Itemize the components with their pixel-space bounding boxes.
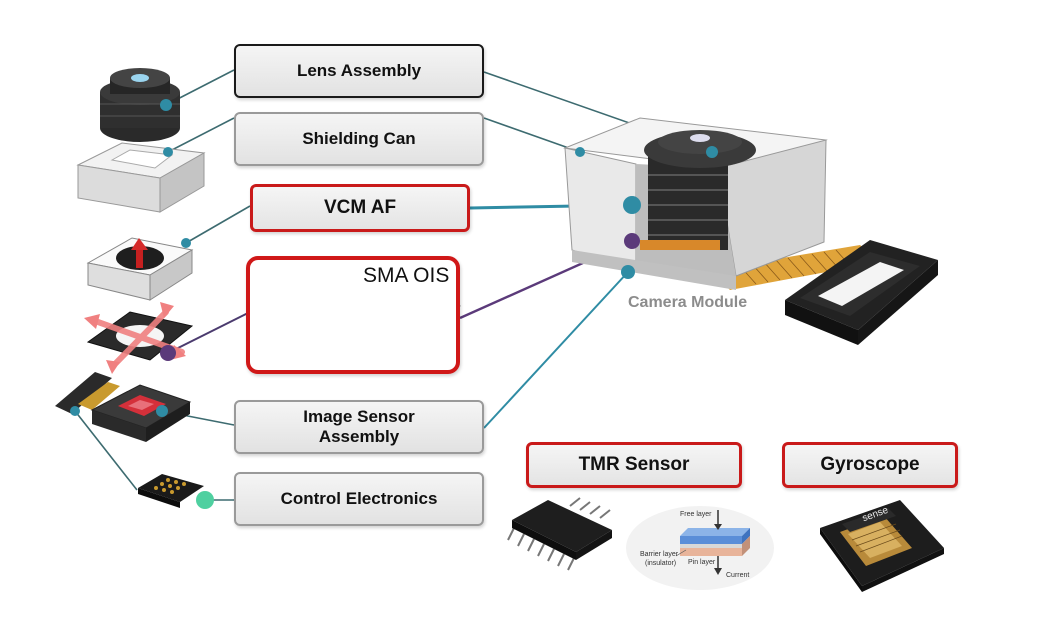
vcm-actuator-illustration bbox=[86, 237, 194, 301]
tmr-layer-diagram bbox=[626, 506, 774, 590]
gyroscope-label: Gyroscope bbox=[782, 442, 958, 488]
shielding-can-label: Shielding Can bbox=[234, 112, 484, 166]
dot-module-sensor bbox=[621, 265, 635, 279]
dot-control bbox=[196, 491, 214, 509]
tmr-sensor-label: TMR Sensor bbox=[526, 442, 742, 488]
tmr-barrier-layer-label: Barrier layer bbox=[640, 551, 679, 558]
ois-plate-illustration bbox=[84, 302, 194, 374]
line-canlabel-to-module bbox=[483, 117, 581, 153]
lens-assembly-text: Lens Assembly bbox=[296, 61, 422, 80]
dot-module-ois bbox=[624, 233, 640, 249]
dot-can bbox=[163, 147, 173, 157]
shielding-can-text: Shielding Can bbox=[302, 129, 416, 148]
control-electronics-illustration bbox=[138, 474, 204, 508]
control-electronics-text: Control Electronics bbox=[280, 489, 438, 508]
tmr-free-layer-label: Free layer bbox=[680, 511, 712, 518]
gyroscope-chip-illustration bbox=[820, 500, 944, 592]
control-electronics-label: Control Electronics bbox=[234, 472, 484, 526]
image-sensor-text-line1: Image Sensor bbox=[303, 407, 415, 426]
vcm-af-text: VCM AF bbox=[323, 197, 397, 218]
camera-module-illustration bbox=[563, 117, 938, 345]
lens-assembly-illustration bbox=[100, 68, 180, 142]
line-can-to-label bbox=[167, 117, 235, 153]
tmr-barrier-insulator-label: (insulator) bbox=[645, 560, 677, 567]
tmr-current-label: Current bbox=[726, 572, 750, 579]
shielding-can-illustration bbox=[76, 142, 206, 213]
line-vcm-to-label bbox=[185, 205, 251, 244]
tmr-pin-layer-label: Pin layer bbox=[688, 559, 716, 566]
line-ois-to-label bbox=[167, 311, 251, 354]
image-sensor-text-line2: Assembly bbox=[318, 427, 400, 446]
lens-assembly-label: Lens Assembly bbox=[234, 44, 484, 98]
vcm-af-label: VCM AF bbox=[250, 184, 470, 232]
image-sensor-illustration bbox=[55, 372, 192, 442]
gyroscope-text: Gyroscope bbox=[820, 454, 920, 475]
line-sensorlabel-to-module bbox=[483, 271, 629, 429]
dot-module-lens bbox=[706, 146, 718, 158]
dot-ois bbox=[160, 345, 176, 361]
tmr-chip-illustration bbox=[507, 497, 612, 571]
dot-sensor-strip bbox=[70, 406, 80, 416]
dot-sensor bbox=[156, 405, 168, 417]
image-sensor-assembly-label: Image Sensor Assembly bbox=[234, 400, 484, 454]
dot-vcm bbox=[181, 238, 191, 248]
connector-dots bbox=[70, 99, 718, 509]
sma-ois-panel bbox=[246, 256, 460, 374]
camera-module-text: Camera Module bbox=[628, 294, 748, 311]
dot-lens bbox=[160, 99, 172, 111]
dot-module-can bbox=[575, 147, 585, 157]
line-sensorstrip-to-control bbox=[74, 410, 138, 491]
sma-ois-text: SMA OIS bbox=[363, 264, 450, 287]
dot-module-vcm bbox=[623, 196, 641, 214]
tmr-sensor-text: TMR Sensor bbox=[578, 454, 690, 475]
